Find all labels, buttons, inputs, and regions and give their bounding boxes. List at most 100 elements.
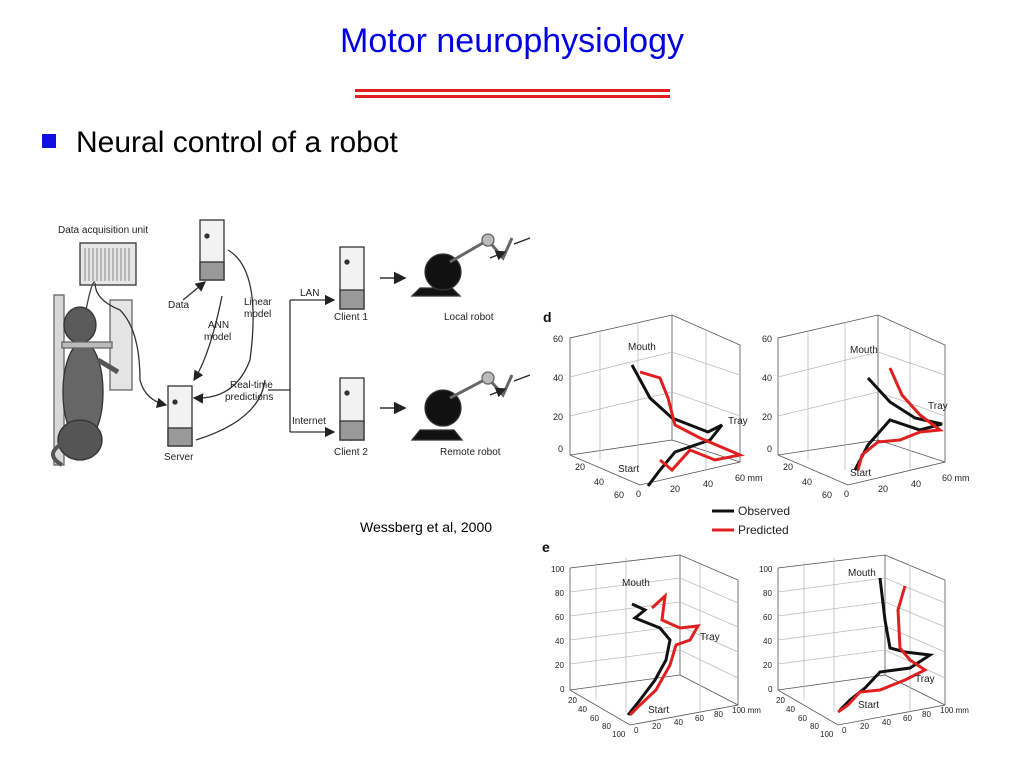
d-left-ytick: 60 [553,334,563,344]
d-right-tray-label: Tray [928,401,948,412]
panel-d-left-plot [569,314,746,487]
d-left-mouth-label: Mouth [628,342,656,353]
local-robot-icon [410,233,531,297]
e-right-xtick: 60 [903,714,912,723]
e-left-xtick: 60 [695,714,704,723]
d-left-ytick: 20 [553,412,563,422]
e-right-tray-label: Tray [915,674,935,685]
e-left-depth-tick: 20 [568,696,577,705]
label-server: Server [164,452,194,463]
label-client2: Client 2 [334,447,368,458]
client2-computer-icon [339,377,365,441]
label-ann-line2: model [204,332,231,343]
d-right-start-label: Start [850,468,871,479]
d-left-ytick: 40 [553,373,563,383]
d-left-xtick: 20 [670,484,680,494]
schematic-diagram: Data acquisition unit [51,219,531,467]
d-right-ytick: 0 [767,444,772,454]
panel-e-left-ticks: 100 80 60 40 20 0 20 40 60 80 100 0 20 4… [551,565,761,739]
panel-d-label: d [543,309,552,325]
title-underline-bottom [355,95,670,98]
label-linear-line1: Linear [244,297,272,308]
e-right-ytick: 60 [763,613,772,622]
d-left-start-label: Start [618,464,639,475]
label-data-acquisition-unit: Data acquisition unit [58,225,148,236]
panel-d-right-ticks: 60 40 20 0 20 40 60 0 20 40 60 mm Mouth … [762,334,970,500]
d-right-xtick: 0 [844,489,849,499]
e-right-ytick: 40 [763,637,772,646]
title-underline-top [355,89,670,92]
d-left-xtick: 0 [636,489,641,499]
e-left-xtick: 40 [674,718,683,727]
e-right-depth-tick: 80 [810,722,819,731]
label-ann-line1: ANN [208,320,229,331]
monkey-icon [51,281,133,467]
client1-computer-icon [339,246,365,310]
e-right-depth-tick: 100 [820,730,834,739]
e-right-xtick: 0 [842,726,847,735]
data-acquisition-unit-icon [79,242,137,286]
d-right-xtick: 40 [911,479,921,489]
e-left-ytick: 100 [551,565,565,574]
d-right-ytick: 20 [762,412,772,422]
e-left-depth-tick: 60 [590,714,599,723]
panel-e-left-plot [569,554,739,726]
label-local-robot: Local robot [444,312,494,323]
d-right-ytick: 40 [762,373,772,383]
e-right-xtick: 80 [922,710,931,719]
e-left-xtick: 100 mm [732,706,761,715]
label-client1: Client 1 [334,312,368,323]
e-left-depth-tick: 40 [578,705,587,714]
top-computer-icon [199,219,225,281]
legend: Observed Predicted [712,504,790,537]
label-realtime-line1: Real-time [230,380,273,391]
d-left-ytick: 0 [558,444,563,454]
e-left-mouth-label: Mouth [622,578,650,589]
panel-e-right-ticks: 100 80 60 40 20 0 20 40 60 80 100 0 20 4… [759,565,969,739]
d-right-depth-tick: 60 [822,490,832,500]
d-right-mouth-label: Mouth [850,345,878,356]
e-left-tray-label: Tray [700,632,720,643]
panel-d-left-ticks: 60 40 20 0 20 40 60 0 20 40 60 mm Mouth … [553,334,763,500]
d-right-xtick: 20 [878,484,888,494]
panel-d-right-plot [777,314,946,486]
e-right-mouth-label: Mouth [848,568,876,579]
remote-robot-icon [410,371,531,441]
e-left-ytick: 20 [555,661,564,670]
e-right-xtick: 20 [860,722,869,731]
e-right-xtick: 100 mm [940,706,969,715]
d-left-xtick: 60 mm [735,473,763,483]
e-right-xtick: 40 [882,718,891,727]
d-left-depth-tick: 60 [614,490,624,500]
label-data: Data [168,300,190,311]
d-left-xtick: 40 [703,479,713,489]
e-left-xtick: 80 [714,710,723,719]
e-left-ytick: 60 [555,613,564,622]
panel-e-right-plot [777,554,946,726]
e-left-start-label: Start [648,705,669,716]
e-right-ytick: 0 [768,685,773,694]
legend-observed-label: Observed [738,504,790,518]
e-right-depth-tick: 20 [776,696,785,705]
legend-predicted-label: Predicted [738,523,789,537]
bullet-square-icon [42,134,56,148]
bullet-text: Neural control of a robot [76,126,398,159]
d-right-depth-tick: 40 [802,477,812,487]
slide-title: Motor neurophysiology [340,22,684,60]
label-lan: LAN [300,288,319,299]
server-icon [167,385,193,447]
e-left-xtick: 0 [634,726,639,735]
e-left-depth-tick: 80 [602,722,611,731]
d-left-depth-tick: 20 [575,462,585,472]
e-left-ytick: 0 [560,685,565,694]
d-right-xtick: 60 mm [942,473,970,483]
label-internet: Internet [292,416,326,427]
e-left-xtick: 20 [652,722,661,731]
citation: Wessberg et al, 2000 [360,519,493,535]
d-right-depth-tick: 20 [783,462,793,472]
e-left-ytick: 40 [555,637,564,646]
e-left-ytick: 80 [555,589,564,598]
e-right-ytick: 100 [759,565,773,574]
e-right-ytick: 20 [763,661,772,670]
